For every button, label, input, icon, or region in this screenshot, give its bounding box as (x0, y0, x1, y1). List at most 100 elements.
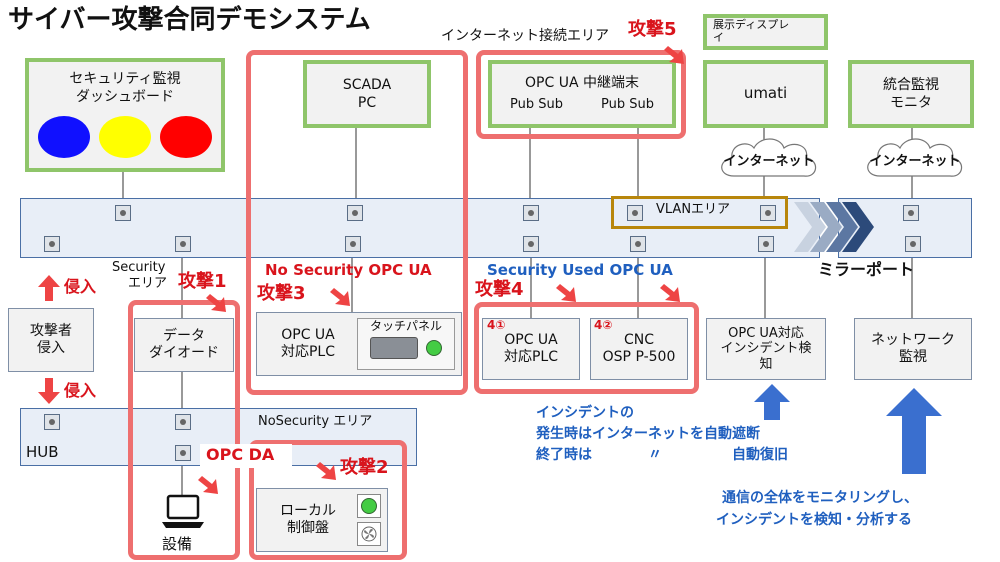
umati-display: umati (703, 60, 828, 128)
touch-panel-lamp (426, 340, 442, 356)
frame-attack3 (246, 50, 468, 395)
exhibit-display-label-box: 展示ディスプレ イ (703, 14, 828, 50)
lamp-blue (38, 116, 90, 159)
touch-panel-label: タッチパネル (369, 319, 442, 333)
cloud-shape-icon (867, 138, 963, 177)
frame-attack2 (249, 440, 407, 560)
dashboard-label-2: ダッシュボード (76, 89, 174, 106)
relay-pubsub-b: Pub Sub (601, 96, 654, 112)
display-label-2: イ (713, 31, 724, 44)
port-lower-plc-s (523, 236, 539, 252)
marker-4-1: 4① (487, 318, 506, 332)
touch-screen (370, 337, 418, 359)
attacker-label-1: 攻撃者 (30, 322, 72, 339)
opc-da-label: OPC DA (206, 445, 275, 464)
attacker-label-2: 侵入 (37, 340, 65, 356)
internet-cloud-2: インターネット (860, 132, 970, 186)
plc-security: OPC UA 対応PLC (482, 318, 580, 380)
dashboard-label-1: セキュリティ監視 (69, 71, 181, 87)
port-lower-1 (44, 236, 60, 252)
network-monitoring: ネットワーク 監視 (854, 318, 972, 380)
incident-label-1: OPC UA対応 (728, 325, 804, 341)
data-diode: データ ダイオード (134, 318, 234, 372)
attacker-intrusion: 攻撃者 侵入 (8, 308, 94, 372)
incident-label-2: インシデント検 (720, 341, 812, 357)
no-security-opc-label: No Security OPC UA (265, 261, 432, 279)
intrusion-down-arrow-icon (38, 378, 60, 404)
scada-label-2: PC (357, 95, 377, 111)
local-label-1: ローカル (280, 502, 336, 519)
frame-attack1 (128, 300, 240, 560)
port-monitor (903, 205, 919, 221)
port-dashboard (115, 205, 131, 221)
attack4-arrow-a-icon (556, 284, 576, 302)
vlan-area-label: VLANエリア (656, 202, 731, 217)
internet-cloud-1: インターネット (714, 132, 824, 186)
port-scada (347, 205, 363, 221)
relay-pubsub-a: Pub Sub (510, 96, 563, 112)
port-umati (760, 205, 776, 221)
port-relay-b (627, 205, 643, 221)
cnc-label-2: OSP P-500 (602, 349, 676, 365)
plc-ns-label-1: OPC UA (281, 326, 335, 343)
incident-note-3: 終了時は 〃 自動復旧 (536, 447, 788, 463)
port-hub-1 (44, 414, 60, 430)
scada-label-1: SCADA (342, 76, 392, 93)
local-lamp-icon (357, 494, 381, 518)
plc-s-label-2: 対応PLC (503, 349, 559, 365)
monitor-label-2: モニタ (890, 95, 932, 111)
equipment-label: 設備 (162, 535, 193, 553)
intrusion-label-lower: 侵入 (64, 381, 97, 400)
security-area-label-2: エリア (128, 276, 168, 291)
monitor-note-2: インシデントを検知・分析する (716, 512, 912, 528)
incident-up-arrow-icon (754, 384, 790, 420)
incident-label-3: 知 (759, 356, 773, 372)
opc-ua-relay-terminal: OPC UA 中継端末 Pub Sub Pub Sub (488, 60, 676, 128)
attack5-arrow-icon (664, 46, 684, 64)
diode-label-1: データ (163, 327, 205, 344)
lamp-yellow (99, 116, 151, 159)
lamp-red (160, 116, 212, 159)
netmon-label-2: 監視 (899, 349, 927, 365)
port-hub-diode (175, 414, 191, 430)
scada-pc: SCADA PC (303, 60, 431, 128)
frame-attack5 (476, 50, 686, 139)
port-lower-netmon (905, 236, 921, 252)
marker-4-2: 4② (594, 318, 613, 332)
vlan-area-frame (611, 196, 788, 229)
attack1-arrow-icon (206, 294, 226, 312)
intrusion-label-upper: 侵入 (64, 277, 97, 296)
attack1-label: 攻撃1 (178, 271, 227, 292)
local-fan-icon (357, 522, 381, 546)
netmon-label-1: ネットワーク (871, 331, 955, 348)
attack3-arrow-icon (330, 288, 350, 306)
incident-note-1: インシデントの (536, 405, 634, 421)
mirror-port-label: ミラーポート (818, 260, 915, 279)
port-relay-a (523, 205, 539, 221)
opc-da-arrow-icon (198, 476, 218, 494)
opc-incident-detection: OPC UA対応 インシデント検 知 (706, 318, 826, 380)
monitor-label-1: 統合監視 (883, 76, 939, 93)
incident-note-2: 発生時はインターネットを自動遮断 (536, 426, 760, 442)
page-title: サイバー攻撃合同デモシステム (8, 5, 371, 35)
port-hub-equipment (175, 445, 191, 461)
port-lower-plc-ns (345, 236, 361, 252)
attack5-label: 攻撃5 (628, 19, 677, 40)
port-lower-cnc (630, 236, 646, 252)
security-area-label-1: Security (112, 260, 166, 275)
integrated-monitor: 統合監視 モニタ (848, 60, 974, 128)
diode-label-2: ダイオード (149, 345, 219, 361)
attack2-label: 攻撃2 (340, 457, 389, 478)
cloud-shape-icon (721, 138, 817, 177)
touch-panel: タッチパネル (357, 318, 455, 370)
laptop-icon (162, 494, 204, 528)
internet-area-label: インターネット接続エリア (441, 28, 609, 44)
attack2-arrow-icon (316, 462, 336, 480)
attack3-label: 攻撃3 (257, 283, 306, 304)
hub-label: HUB (26, 443, 59, 461)
plc-s-label-1: OPC UA (504, 331, 558, 348)
port-lower-diode (175, 236, 191, 252)
plc-no-security: OPC UA 対応PLC タッチパネル (256, 312, 462, 376)
cnc-label-1: CNC (623, 331, 655, 348)
attack4-arrow-b-icon (660, 284, 680, 302)
